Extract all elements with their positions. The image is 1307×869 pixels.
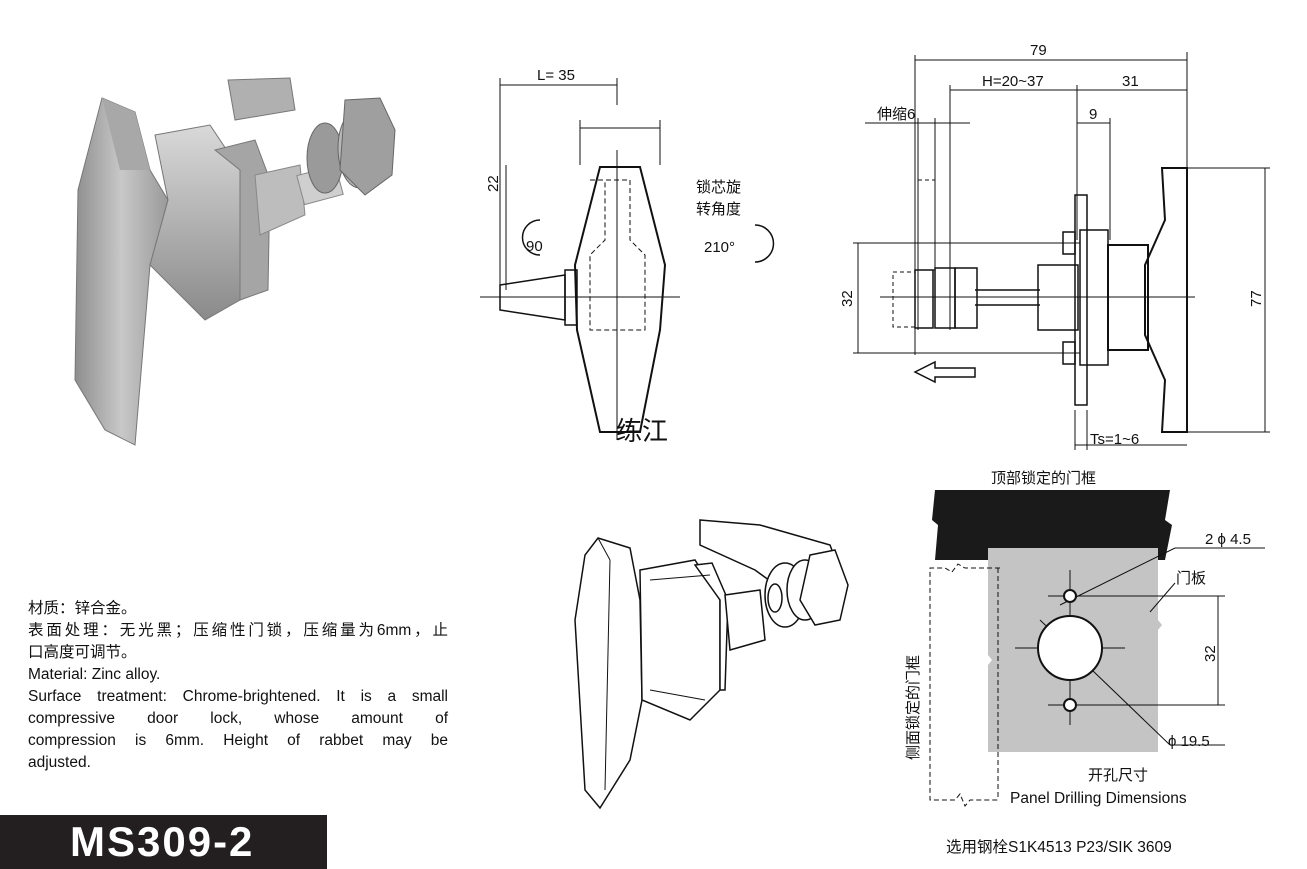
- dim-L-label: L= 35: [537, 67, 575, 84]
- door-panel-label: 门板: [1176, 569, 1206, 587]
- model-bar: [0, 815, 327, 869]
- surface-cn-2: 口高度可调节。: [28, 644, 137, 661]
- surface-en-4: adjusted.: [28, 754, 91, 771]
- dim-Ts-label: Ts=1~6: [1090, 431, 1139, 448]
- surface-cn-1: 表面处理：无光黑；压缩性门锁，压缩量为6mm，止: [28, 622, 448, 639]
- dim-32-side-label: 32: [839, 290, 856, 307]
- dim-stretch-label: 伸缩6: [877, 106, 915, 123]
- bolt-note: 选用钢栓S1K4513 P23/SIK 3609: [946, 839, 1172, 856]
- dim-32-drill-label: 32: [1202, 645, 1219, 662]
- top-frame-label: 顶部锁定的门框: [991, 470, 1096, 487]
- surface-en-3: compression is 6mm. Height of rabbet may…: [28, 732, 448, 749]
- dim-22-label: 22: [485, 175, 502, 192]
- surface-en-2: compressive door lock, whose amount of: [28, 710, 448, 727]
- dim-H-label: H=20~37: [982, 73, 1044, 90]
- surface-en-1: Surface treatment: Chrome-brightened. It…: [28, 688, 448, 705]
- watermark: 练江: [616, 416, 668, 446]
- material-en: Material: Zinc alloy.: [28, 666, 161, 683]
- dim-77-label: 77: [1248, 290, 1265, 307]
- holes-label: 2 ϕ 4.5: [1205, 531, 1251, 548]
- dim-79-label: 79: [1030, 42, 1047, 59]
- rotation-core-label-1: 锁芯旋: [696, 179, 741, 196]
- drilling-title-cn: 开孔尺寸: [1088, 767, 1148, 784]
- drilling-title-en: Panel Drilling Dimensions: [1010, 790, 1187, 807]
- side-frame-label: 侧面锁定的门框: [905, 655, 922, 760]
- material-cn: 材质：锌合金。: [28, 600, 137, 617]
- rotation-core-label-2: 转角度: [696, 201, 741, 218]
- dim-19-5-label: ϕ 19.5: [1168, 733, 1210, 750]
- model-number: MS309-2: [70, 818, 255, 865]
- product-description: 材质：锌合金。 表面处理：无光黑；压缩性门锁，压缩量为6mm，止 口高度可调节。…: [28, 598, 448, 774]
- dim-9-label: 9: [1089, 106, 1097, 123]
- rotation-90-label: 90: [526, 238, 543, 255]
- rotation-210-label: 210°: [704, 239, 735, 256]
- dim-31-label: 31: [1122, 73, 1139, 90]
